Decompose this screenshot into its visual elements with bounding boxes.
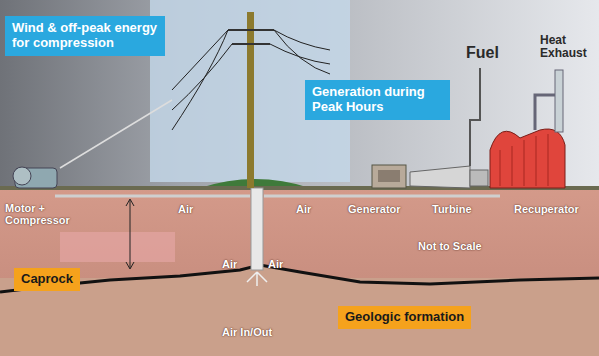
power-line (172, 30, 232, 130)
power-line (60, 100, 172, 168)
well-bore (251, 188, 263, 270)
strata-patch (60, 232, 175, 262)
box-text: Wind & off-peak energy for compression (12, 21, 158, 51)
generator (372, 165, 406, 188)
depth-bracket (130, 200, 131, 268)
flow-label: Air (222, 258, 237, 270)
fuel-label: Fuel (466, 44, 499, 62)
energy-input-box: Wind & off-peak energy for compression (5, 16, 165, 56)
formation-box: Geologic formation (338, 306, 471, 329)
geologic-formation (0, 265, 599, 356)
crossarm (228, 29, 274, 31)
air-pipe (264, 195, 500, 198)
upper-strata (0, 186, 599, 278)
generation-box: Generation during Peak Hours (305, 80, 450, 120)
sky (0, 0, 599, 190)
power-pole (247, 12, 254, 188)
equipment-label: Recuperator (514, 203, 579, 215)
power-line (270, 30, 330, 74)
box-text: Caprock (21, 272, 73, 287)
recuperator (490, 129, 565, 188)
motor-compressor (13, 167, 31, 185)
air-flow (247, 272, 267, 286)
crossarm (232, 43, 270, 45)
turbine (470, 170, 488, 186)
flow-label: Air (296, 203, 311, 215)
turbine (410, 166, 470, 188)
generator (378, 170, 400, 182)
recuperator-fins (500, 134, 548, 186)
flow-label: Air In/Out (222, 326, 272, 338)
exhaust-stack (555, 70, 563, 132)
exhaust-duct (535, 95, 555, 130)
caprock-line (0, 265, 599, 292)
flow-label: Air (178, 203, 193, 215)
scale-note: Not to Scale (418, 240, 482, 252)
depth-arrows (126, 199, 134, 269)
box-text: Geologic formation (345, 310, 464, 325)
box-text: Generation during Peak Hours (312, 85, 443, 115)
air-pipe (55, 195, 250, 198)
equipment-label: Motor + Compressor (5, 202, 85, 226)
fuel-line (470, 68, 480, 166)
equipment-label: Turbine (432, 203, 472, 215)
equipment-label: Generator (348, 203, 401, 215)
exhaust-label: Heat Exhaust (540, 34, 596, 60)
flow-label: Air (268, 258, 283, 270)
caprock-box: Caprock (14, 268, 80, 291)
